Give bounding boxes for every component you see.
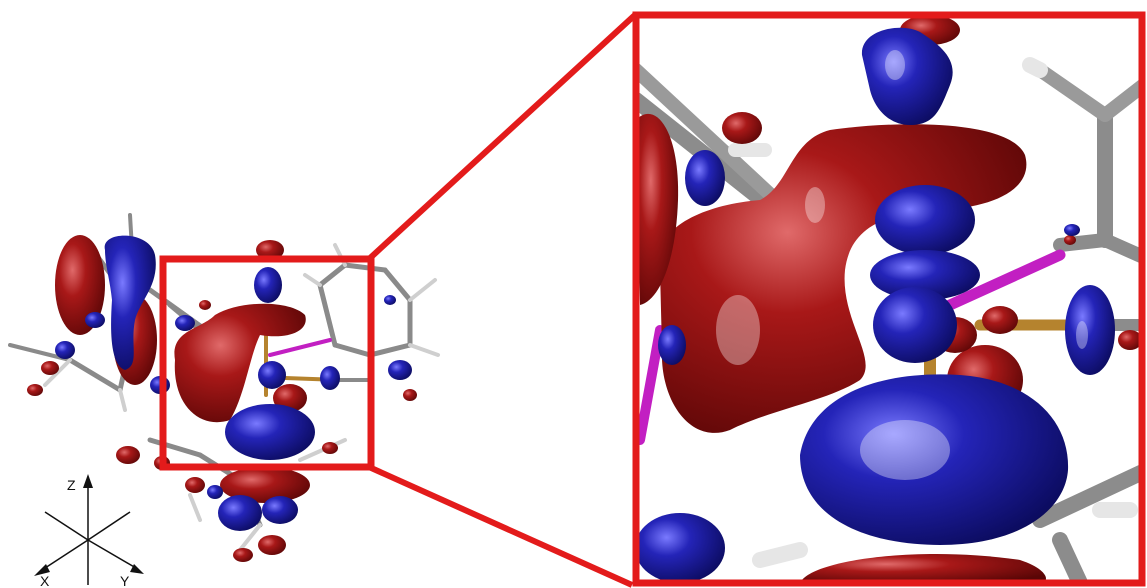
zoom-panel-frame [632, 11, 1146, 587]
axis-z-label: Z [67, 477, 76, 493]
axis-y-label: Y [120, 573, 130, 588]
axis-x-label: X [40, 573, 50, 588]
positive-lobes-overview [27, 235, 417, 562]
zoom-region-frame [159, 255, 375, 471]
axis-triad [34, 474, 144, 585]
specular-highlights [716, 50, 1088, 480]
negative-lobes-zoom [636, 27, 1115, 583]
zoom-panel [632, 11, 1146, 587]
negative-lobes-overview [55, 235, 412, 531]
zoom-connector-lines [366, 11, 639, 588]
